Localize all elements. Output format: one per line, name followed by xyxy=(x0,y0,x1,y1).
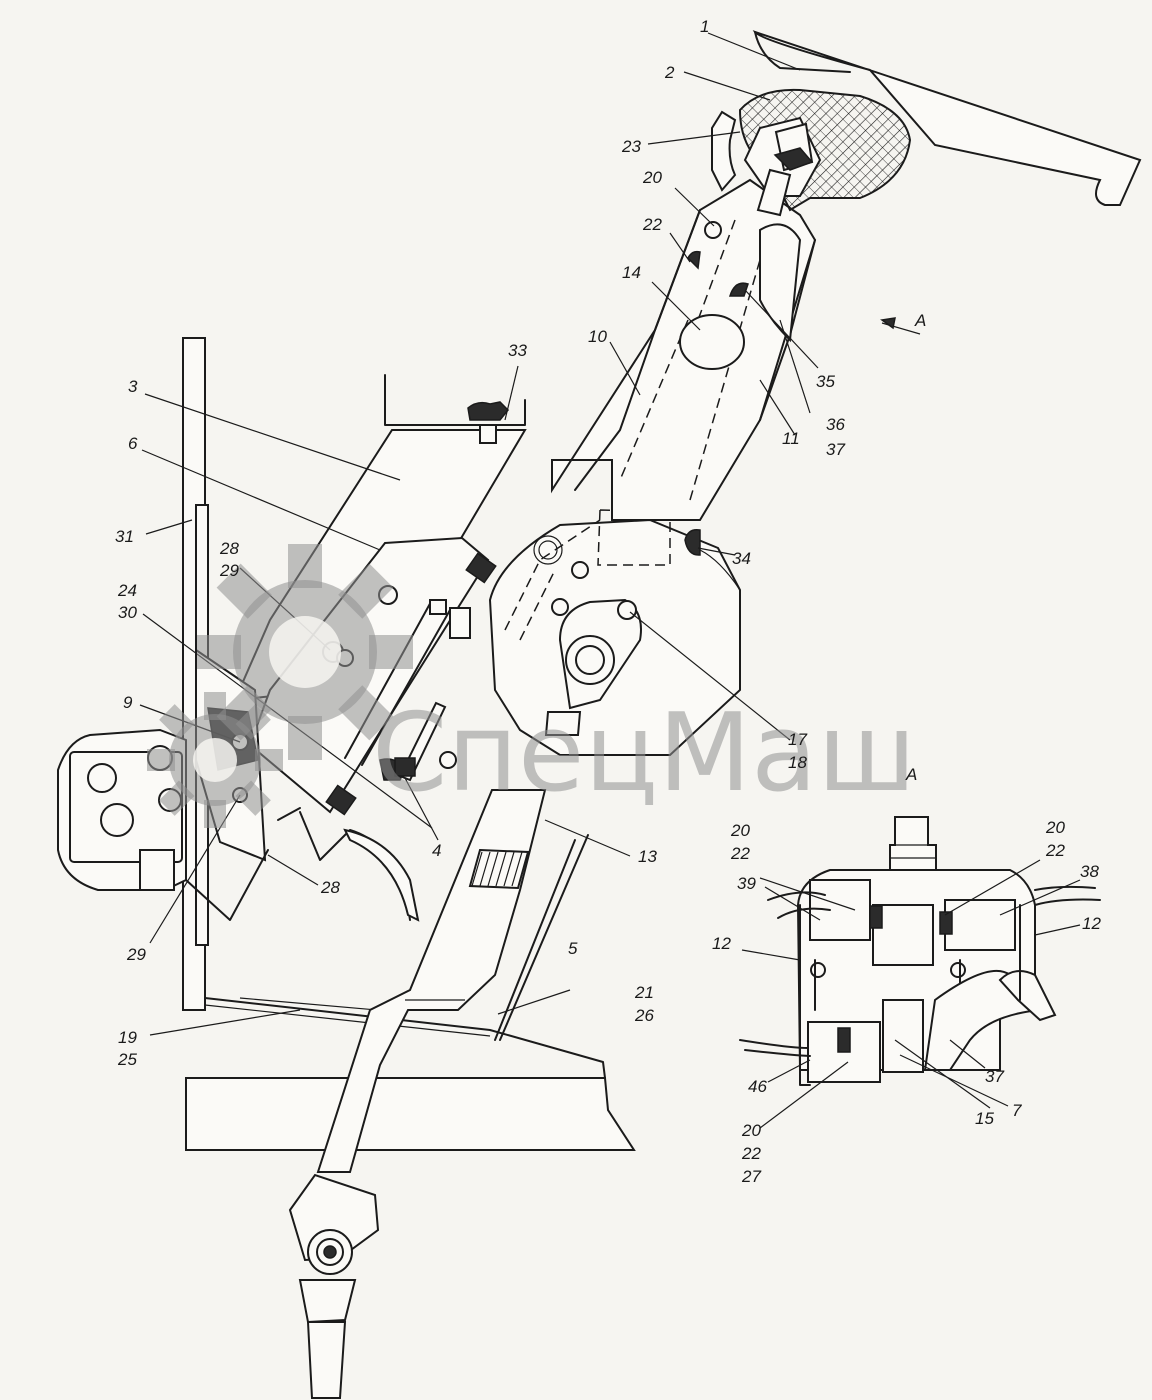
callout-label: 28 xyxy=(320,878,340,897)
callout-label: 22 xyxy=(642,215,662,234)
watermark: СпецМаш xyxy=(147,544,916,828)
callout-label: 9 xyxy=(123,693,133,712)
view-a-detail xyxy=(739,816,1101,1129)
callout-label: 12 xyxy=(1082,914,1101,933)
callout-label: 7 xyxy=(1012,1101,1022,1120)
callout-label: 20 xyxy=(642,168,662,187)
callout-label: 34 xyxy=(732,549,751,568)
gear-icon xyxy=(197,544,413,760)
callout-label: 1 xyxy=(700,17,709,36)
callout-label: 23 xyxy=(621,137,641,156)
callout-label: 3 xyxy=(128,377,138,396)
callout-label: 6 xyxy=(128,434,138,453)
callout-label: 10 xyxy=(588,327,607,346)
callout-label: 37 xyxy=(985,1067,1004,1086)
callout-label: 29 xyxy=(126,945,146,964)
pedal-area xyxy=(277,807,420,922)
callout-label: 5 xyxy=(568,939,578,958)
callout-label: 31 xyxy=(115,527,134,546)
callout-label: 46 xyxy=(748,1077,767,1096)
gear-icon xyxy=(147,692,283,828)
callout-label: 38 xyxy=(1080,862,1099,881)
callout-label: 14 xyxy=(622,263,641,282)
callout-label: 11 xyxy=(782,429,800,448)
callout-label: 13 xyxy=(638,847,657,866)
column-tube xyxy=(551,178,817,521)
callout-label: 12 xyxy=(712,934,731,953)
callout-label: 35 xyxy=(816,372,835,391)
watermark-text: СпецМаш xyxy=(372,691,916,816)
column-housing xyxy=(379,509,741,782)
view-marker-label: A xyxy=(914,311,926,330)
lower-shaft-5 xyxy=(288,789,589,1399)
floor-plate xyxy=(185,997,636,1151)
callout-label: 15 xyxy=(975,1109,994,1128)
steering-wheel-hub xyxy=(711,30,1142,217)
callout-label: 39 xyxy=(737,874,756,893)
callout-label: 33 xyxy=(508,341,527,360)
view-marker-label: A xyxy=(905,765,917,784)
callout-label: 2 xyxy=(664,63,675,82)
callout-label: 4 xyxy=(432,841,441,860)
